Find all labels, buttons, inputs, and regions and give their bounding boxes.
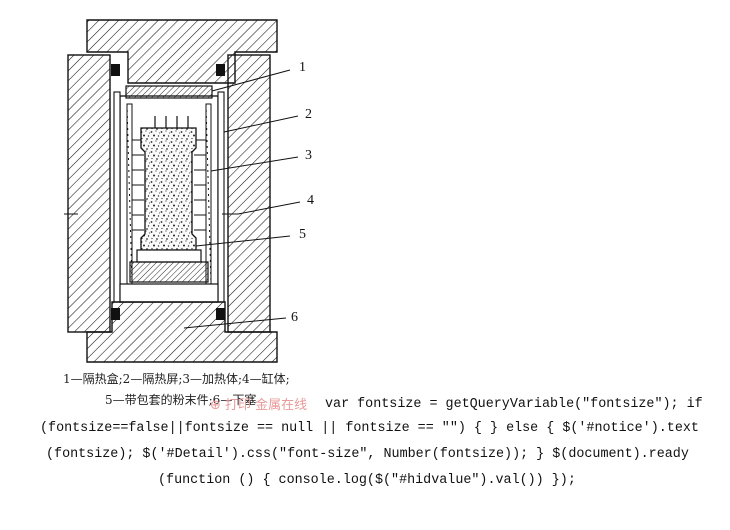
code-text-line-3: (fontsize); $('#Detail').css("font-size"… (46, 447, 689, 462)
legend-caption-line-2: 5—带包套的粉末件;6—下塞 (105, 393, 257, 407)
callout-label-6: 6 (291, 310, 298, 325)
callout-label-4: 4 (307, 193, 314, 208)
bottom-plug (86, 301, 278, 363)
support-block (129, 261, 209, 283)
site-watermark: ⊕ 打印 金属在线 (210, 398, 308, 413)
insulation-box-base (119, 283, 219, 303)
seal-top-right (216, 64, 225, 76)
callout-label-2: 2 (305, 107, 312, 122)
insulation-box-lid (125, 85, 213, 99)
code-text-line-4: (function () { console.log($("#hidvalue"… (158, 473, 576, 488)
legend-caption-line-1: 1—隔热盒;2—隔热屏;3—加热体;4—缸体; (63, 372, 290, 386)
cylinder-right-wall (227, 54, 271, 333)
press-cross-section-diagram (64, 19, 301, 363)
heat-shield-right (217, 91, 225, 303)
code-text-line-2: (fontsize==false||fontsize == null || fo… (40, 421, 699, 436)
leader-lines (183, 69, 301, 329)
cylinder-left-wall (67, 54, 111, 333)
powder-top-rods (154, 116, 189, 128)
callout-label-3: 3 (305, 148, 312, 163)
callout-label-1: 1 (299, 60, 306, 75)
code-text-line-1: var fontsize = getQueryVariable("fontsiz… (325, 397, 703, 412)
callout-label-5: 5 (299, 227, 306, 242)
powder-pedestal (136, 249, 202, 263)
powder-part (140, 127, 197, 251)
seal-top-left (111, 64, 120, 76)
heat-shield-left (113, 91, 121, 303)
